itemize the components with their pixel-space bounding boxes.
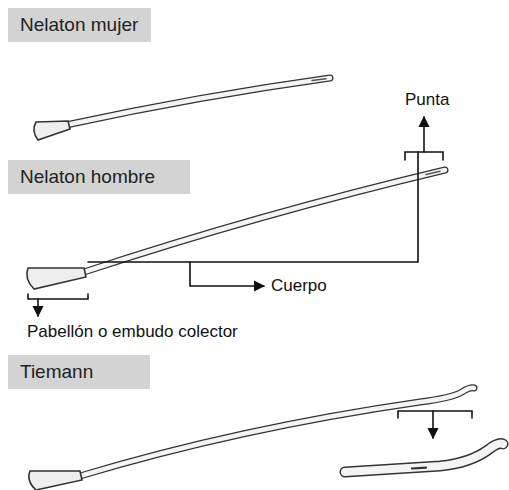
catheter-type: Nelaton mujer — [20, 14, 151, 36]
title-band: Nelaton mujer — [8, 8, 151, 42]
catheter-type: Nelaton hombre — [20, 166, 190, 188]
title-band: Tiemann — [8, 355, 150, 389]
part-label: Punta — [404, 90, 450, 110]
part-label: Cuerpo — [270, 276, 328, 296]
catheter-type: Tiemann — [20, 361, 150, 383]
part-label: Pabellón o embudo colector — [26, 322, 239, 342]
title-band: Nelaton hombre — [8, 160, 190, 194]
